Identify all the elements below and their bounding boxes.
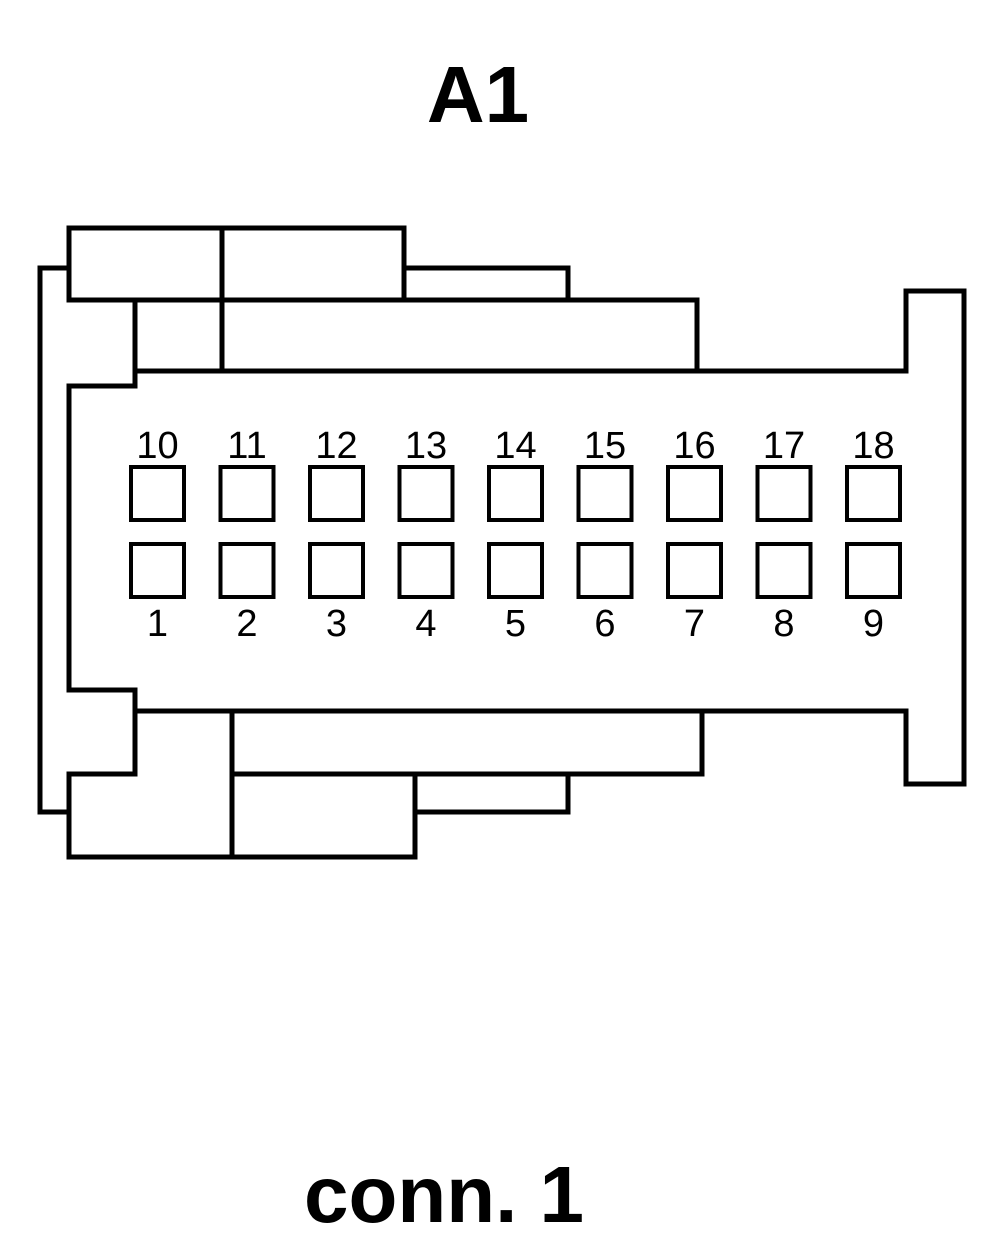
pin-label-1: 1	[147, 603, 168, 645]
bottom-latch-tab	[412, 771, 571, 815]
pin-cavity-13	[397, 465, 455, 522]
pin-cavity-1	[129, 542, 186, 599]
pin-cavity-6	[576, 542, 634, 599]
bottom-pin-row: 1 2 3 4 5 6 7 8 9	[129, 542, 902, 645]
pin-label-3: 3	[326, 603, 347, 645]
pin-cavity-5	[487, 542, 544, 599]
top-shoulder	[219, 297, 700, 374]
pin-cavity-12	[308, 465, 365, 522]
top-latch-tab	[401, 265, 571, 303]
top-latch-left-step	[66, 297, 138, 374]
pin-cavity-4	[397, 542, 455, 599]
top-pin-row: 10 11 12 13 14 15 16 17 18	[129, 425, 902, 522]
connector-housing	[37, 225, 967, 860]
pin-label-9: 9	[863, 603, 884, 645]
pin-cavity-16	[666, 465, 723, 522]
pin-label-8: 8	[773, 603, 794, 645]
pin-cavity-18	[845, 465, 902, 522]
bottom-latch-outer	[66, 708, 418, 860]
pin-cavity-2	[218, 542, 276, 599]
pin-cavity-7	[666, 542, 723, 599]
pin-cavity-11	[218, 465, 276, 522]
pin-label-17: 17	[763, 425, 805, 467]
pin-label-12: 12	[315, 425, 357, 467]
pin-label-10: 10	[136, 425, 178, 467]
pin-label-11: 11	[227, 425, 266, 467]
pin-label-18: 18	[852, 425, 894, 467]
pin-cavity-17	[755, 465, 813, 522]
pin-label-2: 2	[236, 603, 257, 645]
pin-cavity-8	[755, 542, 813, 599]
left-latch-rail	[37, 265, 72, 815]
pin-cavity-9	[845, 542, 902, 599]
pin-label-15: 15	[584, 425, 626, 467]
pin-cavity-14	[487, 465, 544, 522]
pin-cavity-3	[308, 542, 365, 599]
pin-cavity-10	[129, 465, 186, 522]
pin-label-4: 4	[415, 603, 436, 645]
top-latch-outer	[66, 225, 407, 303]
pin-label-7: 7	[684, 603, 705, 645]
diagram-title: A1	[427, 50, 529, 139]
connector-caption: conn. 1	[304, 1150, 584, 1239]
housing-main-outline	[66, 288, 967, 787]
pin-label-5: 5	[505, 603, 526, 645]
pin-label-6: 6	[594, 603, 615, 645]
pin-label-16: 16	[673, 425, 715, 467]
bottom-shoulder	[229, 708, 705, 777]
pin-label-13: 13	[405, 425, 447, 467]
pin-cavity-15	[576, 465, 634, 522]
pin-label-14: 14	[494, 425, 536, 467]
